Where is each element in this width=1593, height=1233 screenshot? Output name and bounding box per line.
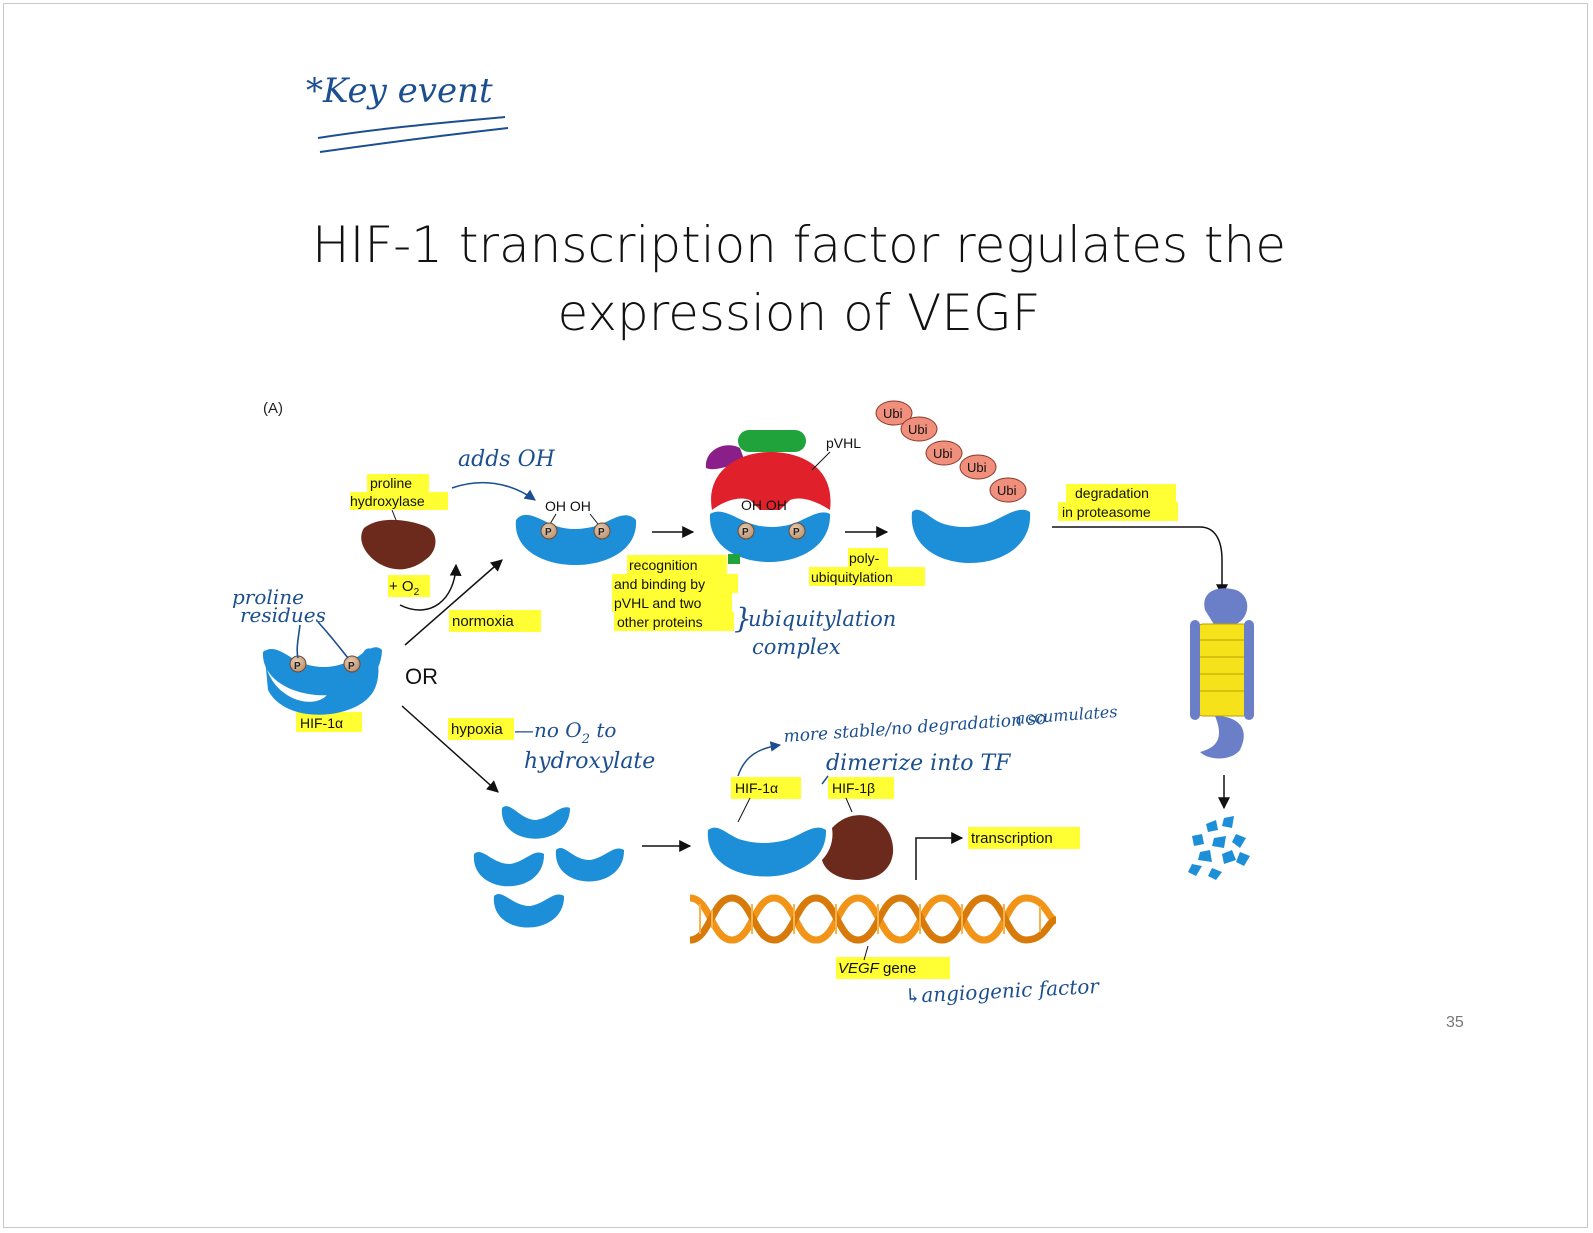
- vegf-gene-pointer: [863, 945, 869, 961]
- ubiquitylation-annotation: } ubiquitylation complex: [734, 602, 896, 659]
- svg-text:—no O2 to: —no O2 to: [514, 718, 616, 747]
- svg-text:P: P: [598, 527, 605, 538]
- key-event-annotation: *Key event: [306, 71, 509, 153]
- hif1-dimer: HIF-1α HIF-1β: [707, 780, 894, 880]
- or-label: OR: [405, 664, 438, 689]
- svg-text:P: P: [793, 527, 800, 538]
- hif1a-label: HIF-1α: [300, 715, 343, 731]
- arrow-to-proteasome: [1052, 526, 1228, 597]
- highlights: [296, 474, 1178, 979]
- hif1a-dimer-subunit: [707, 827, 827, 877]
- svg-text:P: P: [545, 527, 552, 538]
- svg-text:pVHL: pVHL: [826, 435, 861, 451]
- normoxia-label: normoxia: [452, 613, 514, 630]
- transcription-label: transcription: [971, 830, 1053, 847]
- svg-text:P: P: [294, 661, 301, 672]
- svg-text:adds OH: adds OH: [458, 447, 556, 472]
- hydroxylase-enzyme: [361, 519, 436, 570]
- proline-residues-annotation: proline residues: [232, 585, 349, 659]
- svg-text:accumulates: accumulates: [1015, 702, 1118, 728]
- ubiquitylated-hif1a: Ubi Ubi Ubi Ubi Ubi: [875, 400, 1031, 563]
- hif1a-bound: [709, 511, 831, 562]
- pvhl-protein: [711, 452, 831, 510]
- svg-text:Ubi: Ubi: [908, 422, 928, 437]
- slide-title-line2: expression of VEGF: [557, 284, 1041, 342]
- proline-residue-2: [343, 655, 361, 673]
- plus-o2-label: + O2: [389, 578, 420, 598]
- svg-text:pVHL and two: pVHL and two: [614, 595, 702, 611]
- degradation-label-1: degradation: [1075, 485, 1149, 501]
- svg-text:P: P: [742, 527, 749, 538]
- ubi-chain: Ubi Ubi Ubi Ubi Ubi: [875, 400, 1027, 503]
- svg-text:and binding by: and binding by: [614, 576, 705, 592]
- svg-text:recognition: recognition: [629, 557, 698, 573]
- svg-text:Ubi: Ubi: [967, 460, 987, 475]
- recognition-label: recognition and binding by pVHL and two …: [614, 557, 705, 630]
- svg-text:HIF-1β: HIF-1β: [832, 780, 875, 796]
- vegf-gene-label: VEGF gene: [838, 960, 916, 977]
- svg-text:Ubi: Ubi: [997, 483, 1017, 498]
- hif1a-initial: P P HIF-1α: [262, 647, 382, 731]
- no-o2-annotation: —no O2 to hydroxylate: [514, 718, 655, 774]
- svg-text:OH OH: OH OH: [741, 497, 787, 513]
- transcription-arrow: [915, 832, 964, 880]
- svg-text:proline: proline: [232, 585, 304, 609]
- slide-title-line1: HIF-1 transcription factor regulates the: [312, 216, 1286, 274]
- poly-label-1: poly-: [849, 550, 880, 566]
- svg-text:OH OH: OH OH: [545, 498, 591, 514]
- proteasome: [1190, 588, 1254, 759]
- slide: HIF-1 transcription factor regulates the…: [3, 3, 1588, 1228]
- svg-text:dimerize into TF: dimerize into TF: [826, 751, 1011, 776]
- pvhl-complex: pVHL OH OH P P: [705, 430, 861, 564]
- panel-label: (A): [263, 400, 283, 417]
- svg-text:other proteins: other proteins: [617, 614, 703, 630]
- accumulated-hif1a: [473, 806, 625, 928]
- proline-hydroxylase-label-1: proline: [370, 475, 412, 491]
- svg-text:ubiquitylation: ubiquitylation: [748, 607, 896, 631]
- svg-text:complex: complex: [752, 635, 841, 659]
- svg-text:hydroxylate: hydroxylate: [524, 749, 655, 774]
- svg-text:more stable/no degradation so: more stable/no degradation so: [783, 709, 1047, 747]
- adds-oh-annotation: adds OH: [451, 447, 556, 501]
- svg-text:residues: residues: [240, 603, 326, 627]
- hypoxia-label: hypoxia: [451, 721, 503, 738]
- hif1b-subunit: [822, 815, 894, 880]
- svg-text:Ubi: Ubi: [933, 446, 953, 461]
- dimerize-annotation: dimerize into TF: [821, 751, 1011, 785]
- page-number: 35: [1446, 1014, 1464, 1031]
- vegf-dna-helix: [689, 894, 1058, 944]
- o2-curved-arrow: [399, 563, 462, 611]
- poly-label-2: ubiquitylation: [811, 569, 893, 585]
- underline-1: [317, 116, 506, 139]
- svg-text:}: }: [734, 602, 752, 635]
- proline-hydroxylase-label-2: hydroxylase: [350, 493, 425, 509]
- proline-hydroxylase-group: proline hydroxylase + O2: [350, 475, 462, 611]
- svg-text:Ubi: Ubi: [883, 406, 903, 421]
- other-protein-green: [738, 430, 806, 452]
- normoxia-arrow: [404, 559, 503, 646]
- hypoxia-arrow: [401, 705, 499, 793]
- degradation-label-2: in proteasome: [1062, 504, 1151, 520]
- underline-2: [319, 127, 509, 153]
- peptide-fragments: [1188, 816, 1250, 880]
- svg-text:P: P: [348, 661, 355, 672]
- hydroxylated-hif1a: OH OH P P: [515, 498, 637, 565]
- key-event-text: *Key event: [306, 71, 493, 111]
- svg-text:HIF-1α: HIF-1α: [735, 780, 778, 796]
